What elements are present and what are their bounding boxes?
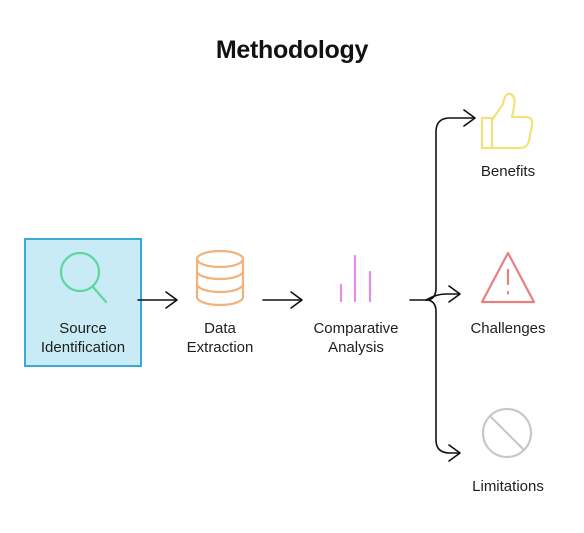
bar-chart-icon (339, 254, 372, 303)
prohibited-icon (481, 407, 533, 459)
branch-connector (409, 109, 476, 462)
arrow-extraction-to-analysis (262, 291, 303, 309)
database-icon (195, 249, 245, 307)
step-label-comparative-analysis: Comparative Analysis (313, 320, 399, 356)
search-icon (59, 251, 108, 304)
arrow-source-to-extraction (137, 291, 178, 309)
thumbs-up-icon (480, 92, 534, 150)
step-label-data-extraction: Data Extraction (186, 320, 254, 356)
diagram-title: Methodology (215, 36, 369, 64)
warning-icon (480, 251, 536, 304)
outcome-label-benefits: Benefits (480, 163, 536, 180)
step-label-source-identification: Source Identification (40, 320, 126, 356)
outcome-label-challenges: Challenges (470, 320, 546, 337)
outcome-label-limitations: Limitations (472, 478, 544, 495)
source-highlight-box[interactable] (24, 238, 142, 367)
